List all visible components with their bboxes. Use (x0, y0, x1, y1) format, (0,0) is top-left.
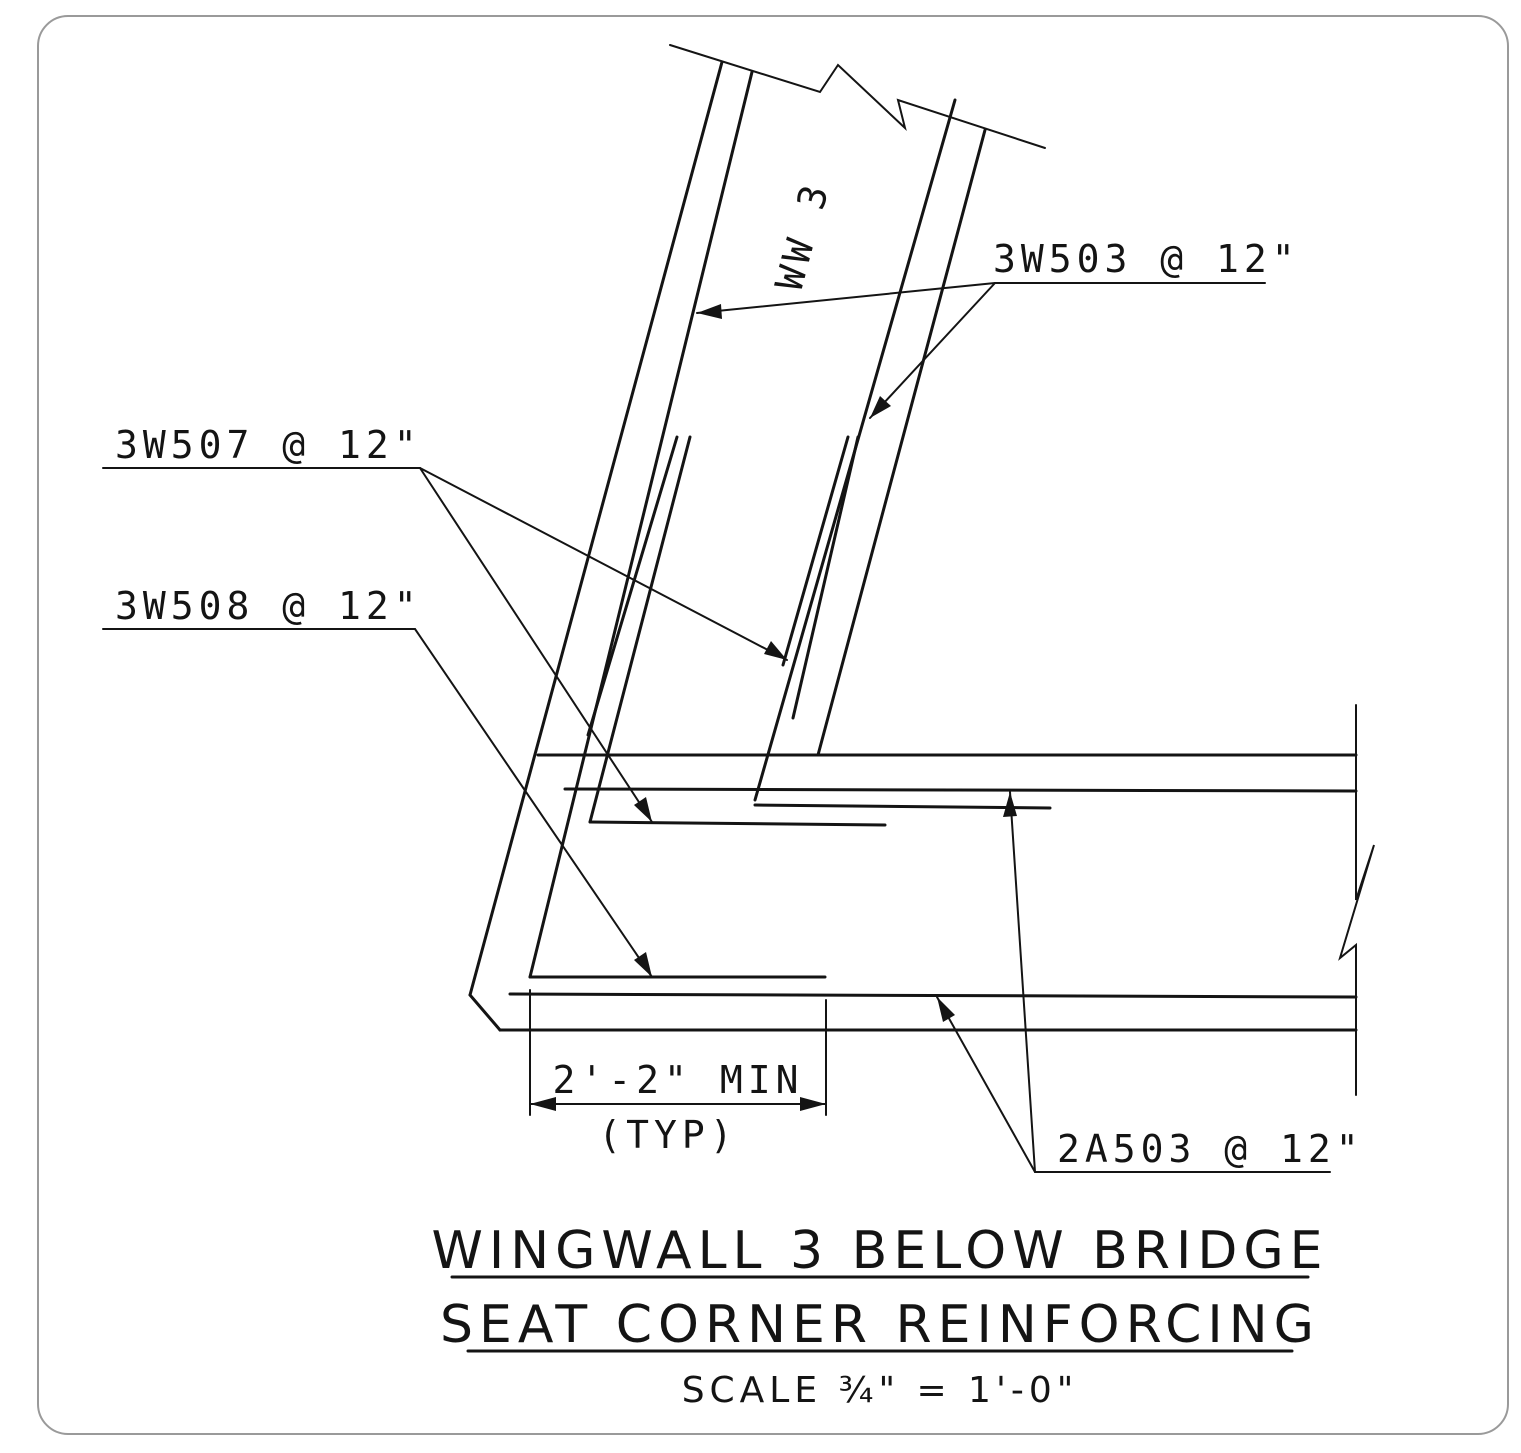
dimension-note: (TYP) (598, 1113, 737, 1157)
leader-3w503 (696, 282, 1266, 419)
leader-3w508 (102, 628, 653, 978)
title-line-2: SEAT CORNER REINFORCING (440, 1295, 1320, 1355)
label-2a503: 2A503 @ 12" (1057, 1127, 1364, 1171)
leader-2a503 (936, 791, 1331, 1173)
wingwall-outline (468, 44, 1375, 1096)
label-3w503: 3W503 @ 12" (993, 237, 1300, 281)
title-line-1: WINGWALL 3 BELOW BRIDGE (431, 1221, 1328, 1281)
scale-note: SCALE ¾" = 1'-0" (682, 1370, 1079, 1411)
label-ww3: WW 3 (767, 176, 838, 295)
label-3w508: 3W508 @ 12" (115, 584, 422, 628)
seat-bars-2a503 (508, 787, 1358, 999)
corner-bars-3w507 (586, 435, 887, 827)
wingwall-bars (528, 70, 957, 979)
leader-3w507 (102, 467, 788, 823)
label-3w507: 3W507 @ 12" (115, 423, 422, 467)
sheet-border (37, 15, 1509, 1435)
dimension-value: 2'-2" MIN (553, 1058, 804, 1102)
dimension-2ft-2in (529, 989, 827, 1116)
